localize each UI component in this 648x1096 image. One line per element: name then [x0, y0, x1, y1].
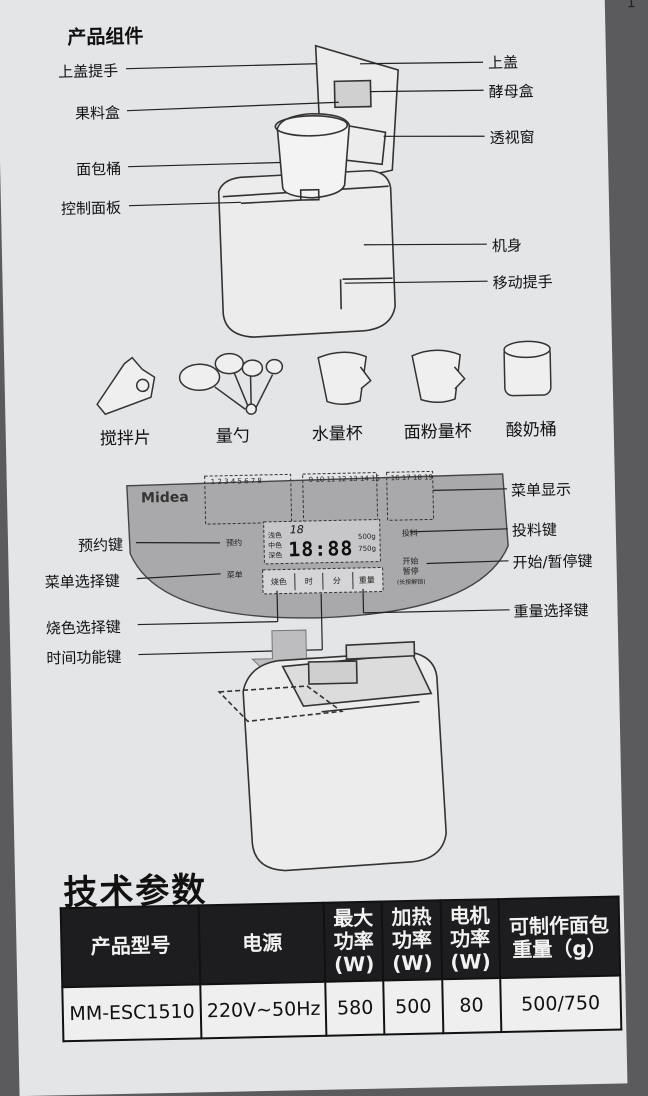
page-number: 1 [627, 0, 636, 11]
label-carry-handle: 移动提手 [492, 271, 552, 293]
accessory-flour-cup: 面粉量杯 [403, 417, 472, 443]
display-top-digits: 18 [290, 523, 304, 536]
header-heating-power: 加热功率(W) [382, 900, 442, 980]
cell-motor-power: 80 [442, 978, 501, 1033]
label-fruit-box: 果料盒 [75, 102, 120, 124]
pause-button-label[interactable]: 暂停 [403, 566, 419, 577]
menu-button[interactable]: 菜单 [227, 569, 243, 580]
display-digits: 18:88 [288, 536, 354, 561]
section-title: 产品组件 [67, 21, 144, 50]
label-bread-bucket: 面包桶 [76, 158, 121, 180]
label-lid-handle: 上盖提手 [58, 60, 118, 82]
accessory-yogurt-bucket: 酸奶桶 [505, 415, 557, 441]
menu-numbers-c: 16 17 18 19 [391, 473, 433, 482]
shade-light: 浅色 [268, 531, 282, 541]
label-start-pause-key: 开始/暂停键 [512, 550, 592, 573]
label-menu-select-key: 菜单选择键 [45, 570, 120, 593]
water-cup-shape [318, 352, 367, 405]
label-yeast-box: 酵母盒 [488, 80, 533, 102]
menu-numbers-a: 1 2 3 4 5 6 7 8 [211, 477, 262, 486]
timer-button[interactable]: 预约 [226, 537, 242, 548]
spec-header-row: 产品型号 电源 最大功率(W) 加热功率(W) 电机功率(W) 可制作面包重量（… [61, 897, 621, 988]
label-control-panel: 控制面板 [61, 197, 121, 219]
header-model: 产品型号 [61, 905, 201, 987]
measuring-spoon-shape [179, 353, 283, 416]
label-time-key: 时间功能键 [46, 646, 121, 669]
cell-power-supply: 220V~50Hz [201, 982, 327, 1039]
cell-heating-power: 500 [384, 979, 443, 1034]
hour-button[interactable]: 时 [305, 576, 313, 587]
start-button-note: (长按解锁) [397, 577, 426, 587]
shade-mid: 中色 [268, 541, 282, 551]
cell-max-power: 580 [326, 981, 385, 1036]
ingredient-button[interactable]: 投料 [402, 528, 418, 539]
label-body: 机身 [492, 234, 522, 256]
label-menu-display: 菜单显示 [511, 478, 571, 500]
label-weight-key: 重量选择键 [513, 599, 588, 622]
header-bread-weight: 可制作面包重量（g） [498, 897, 620, 979]
weight-button[interactable]: 重量 [359, 575, 375, 586]
label-ingredient-key: 投料键 [512, 519, 557, 541]
accessory-measuring-spoon: 量勺 [216, 421, 251, 447]
weight-750-indicator: 750g [358, 545, 376, 553]
spec-data-row: MM-ESC1510 220V~50Hz 580 500 80 500/750 [62, 976, 621, 1042]
yeast-box-shape [334, 81, 371, 108]
flour-cup-shape [412, 350, 461, 403]
spec-table: 产品型号 电源 最大功率(W) 加热功率(W) 电机功率(W) 可制作面包重量（… [60, 896, 623, 1043]
manual-page: 1 产品组件 上盖提手 果料盒 面包桶 控制面板 上盖 酵母盒 透视窗 机身 移… [0, 0, 627, 1096]
bread-bucket-shape [277, 113, 351, 198]
header-motor-power: 电机功率(W) [440, 899, 500, 979]
header-max-power: 最大功率(W) [324, 902, 384, 982]
label-window: 透视窗 [489, 126, 534, 148]
label-lid: 上盖 [488, 51, 518, 73]
accessory-kneading-blade: 搅拌片 [100, 423, 152, 449]
label-timer-key: 预约键 [78, 534, 123, 556]
shade-dark: 深色 [268, 551, 282, 561]
accessory-water-cup: 水量杯 [311, 419, 363, 445]
cell-bread-weight: 500/750 [500, 976, 621, 1033]
menu-numbers-b: 9 10 11 12 13 14 15 [309, 474, 380, 483]
cell-model: MM-ESC1510 [62, 984, 202, 1041]
color-button[interactable]: 烧色 [271, 576, 287, 587]
header-power-supply: 电源 [199, 903, 325, 985]
brand-logo: Midea [141, 489, 189, 506]
label-color-key: 烧色选择键 [46, 616, 121, 639]
minute-button[interactable]: 分 [333, 575, 341, 586]
weight-500-indicator: 500g [358, 533, 376, 541]
